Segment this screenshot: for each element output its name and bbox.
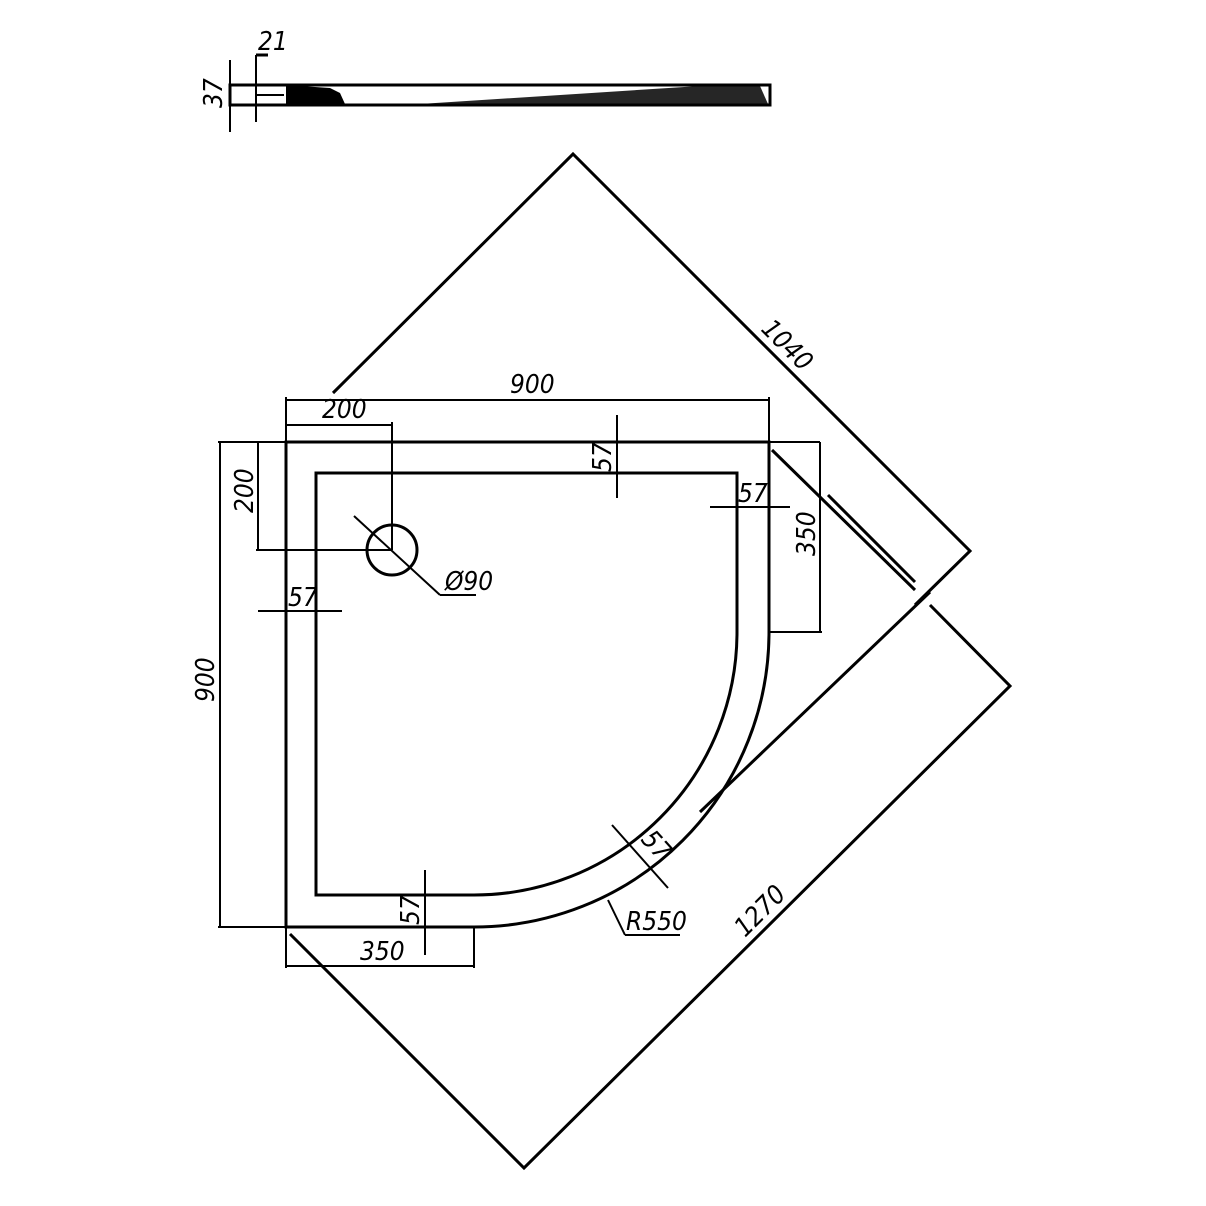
dim-straight-bottom: 350: [360, 937, 405, 967]
dim-rim-right: 57: [738, 479, 768, 509]
dim-straight-right: 350: [792, 511, 822, 556]
dim-rim-top: 57: [588, 442, 618, 472]
dim-profile-rim: 21: [258, 27, 288, 57]
dim-drain-x: 200: [322, 395, 367, 425]
dim-rim-left: 57: [288, 583, 318, 613]
dim-radius: R550: [626, 907, 687, 937]
dim-height-left: 900: [191, 657, 221, 702]
dim-rim-arc: 57: [635, 825, 677, 867]
dim-profile-height: 37: [199, 78, 229, 108]
dim-drain-diameter: Ø90: [444, 567, 493, 597]
diagonal-envelope: [288, 151, 1013, 1171]
dimension-lines: [218, 397, 822, 968]
dim-drain-y: 200: [230, 468, 260, 513]
dim-width-top: 900: [510, 370, 555, 400]
side-profile: 37 21: [199, 27, 772, 132]
dim-rim-bottom: 57: [396, 895, 426, 925]
tray-outline: [284, 440, 771, 929]
